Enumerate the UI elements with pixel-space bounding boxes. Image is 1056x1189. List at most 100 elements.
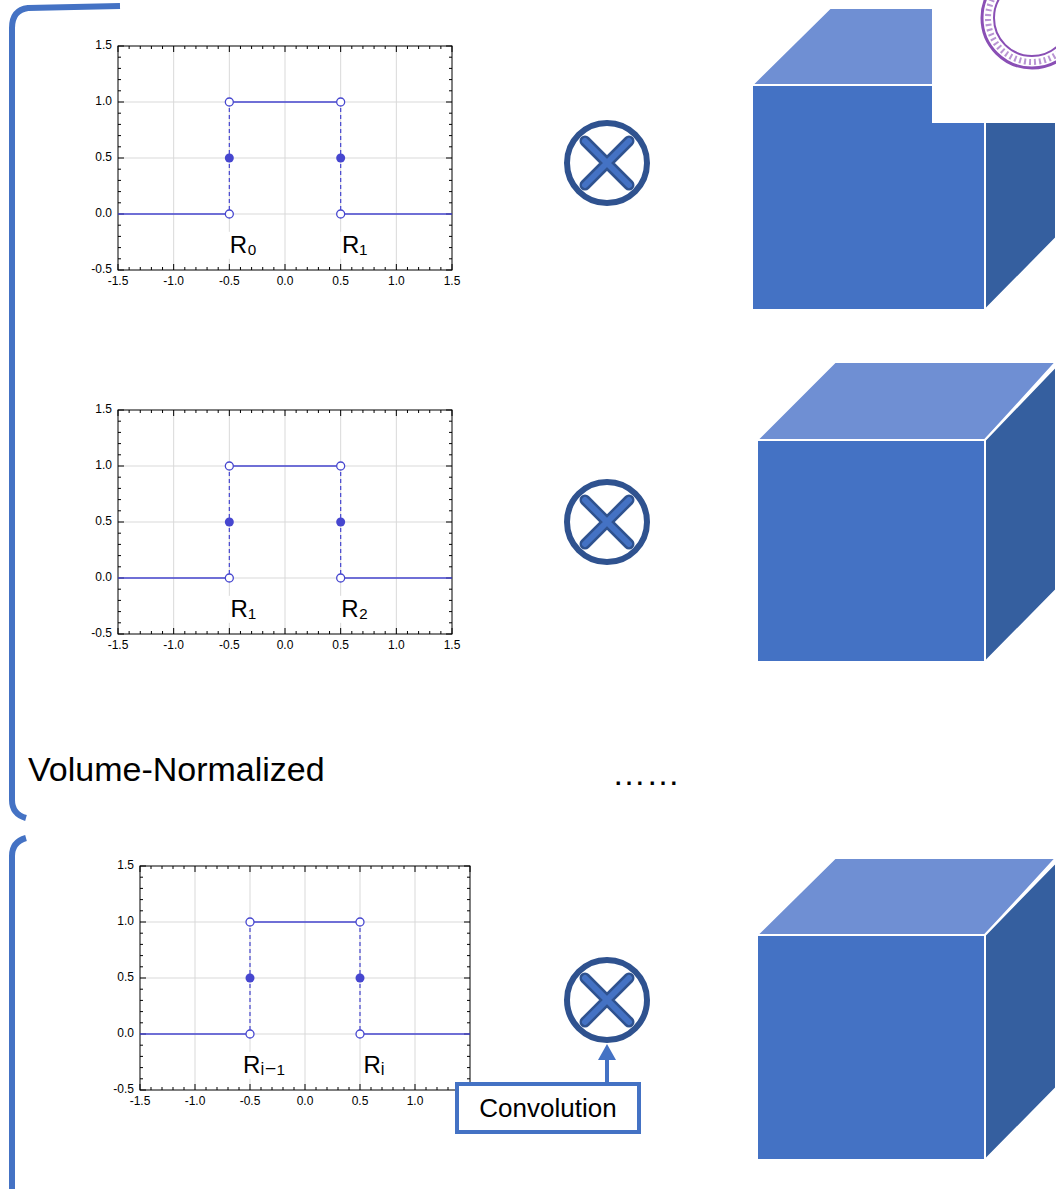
step-plot <box>140 866 470 1090</box>
axis-tick-label: 0.5 <box>95 151 112 164</box>
tick <box>396 410 397 416</box>
plot-line <box>118 577 225 579</box>
plot-point <box>246 974 255 983</box>
plot-point <box>336 154 345 163</box>
axis-tick-label: -1.5 <box>108 639 129 652</box>
step-plot <box>118 46 452 270</box>
cube <box>757 858 1056 1160</box>
tick <box>464 978 470 979</box>
plot-point <box>225 154 234 163</box>
tick <box>340 628 341 634</box>
axis-tick-label: 0.5 <box>117 971 134 984</box>
axis-tick-label: 1.0 <box>95 95 112 108</box>
axis-tick-label: -1.5 <box>130 1095 151 1108</box>
boundary-label: R₀ <box>228 232 259 258</box>
tick <box>118 466 124 467</box>
plot-point <box>337 462 345 470</box>
plot-frame <box>140 866 470 1090</box>
axis-tick-label: -1.0 <box>163 639 184 652</box>
plot-point <box>225 462 233 470</box>
plot-point <box>337 210 345 218</box>
grid-line <box>140 978 470 979</box>
boundary-label: R₂ <box>339 596 370 622</box>
tick <box>285 46 286 52</box>
axis-tick-label: -1.0 <box>163 275 184 288</box>
axis-tick-label: 1.5 <box>444 275 461 288</box>
tick <box>140 978 146 979</box>
boundary-label: Rᵢ₋₁ <box>241 1052 287 1078</box>
tick <box>415 1084 416 1090</box>
tick <box>118 522 124 523</box>
tick <box>340 410 341 416</box>
tick <box>446 102 452 103</box>
tick <box>446 522 452 523</box>
axis-tick-label: 0.0 <box>277 275 294 288</box>
cube <box>757 362 1056 662</box>
plot-frame <box>118 46 452 270</box>
tick <box>305 1084 306 1090</box>
axis-tick-label: -0.5 <box>240 1095 261 1108</box>
plot-line <box>118 213 225 215</box>
grid-line <box>118 158 452 159</box>
axis-tick-label: 1.0 <box>407 1095 424 1108</box>
convolution-symbol <box>567 123 647 203</box>
tick <box>195 866 196 872</box>
grid-line <box>118 214 452 215</box>
step-plot <box>118 410 452 634</box>
box-text: Convolution <box>479 1094 616 1123</box>
plot-point <box>336 518 345 527</box>
tick <box>396 46 397 52</box>
plot-point <box>356 974 365 983</box>
tick <box>360 866 361 872</box>
tick <box>396 264 397 270</box>
tick <box>173 264 174 270</box>
axis-tick-label: -1.0 <box>185 1095 206 1108</box>
tick <box>173 46 174 52</box>
plot-point <box>225 210 233 218</box>
boundary-label: Rᵢ <box>361 1052 386 1078</box>
axis-tick-label: 1.5 <box>95 403 112 416</box>
grid-line <box>118 102 452 103</box>
grid-line <box>140 922 470 923</box>
axis-tick-label: 1.0 <box>117 915 134 928</box>
tick <box>446 158 452 159</box>
axis-tick-label: 0.0 <box>117 1027 134 1040</box>
plot-line <box>345 213 452 215</box>
boundary-label: R₁ <box>340 232 369 258</box>
boundary-label: R₁ <box>229 596 258 622</box>
axis-tick-label: 0.0 <box>277 639 294 652</box>
plot-point <box>356 918 364 926</box>
plot-point <box>225 518 234 527</box>
plot-point <box>337 574 345 582</box>
axis-tick-label: 0.5 <box>95 515 112 528</box>
axis-tick-label: 0.5 <box>352 1095 369 1108</box>
tick <box>285 410 286 416</box>
tick <box>285 264 286 270</box>
plot-point <box>356 1030 364 1038</box>
tick <box>229 410 230 416</box>
plot-point <box>225 574 233 582</box>
axis-tick-label: 0.5 <box>332 275 349 288</box>
bracket <box>12 6 120 818</box>
axis-tick-label: -1.5 <box>108 275 129 288</box>
section-label: Volume-Normalized <box>28 751 325 788</box>
grid-line <box>118 578 452 579</box>
tick <box>340 264 341 270</box>
axis-tick-label: 0.0 <box>95 207 112 220</box>
grid-line <box>118 522 452 523</box>
axis-tick-label: 1.5 <box>444 639 461 652</box>
plot-point <box>246 918 254 926</box>
tick <box>285 628 286 634</box>
axis-tick-label: 1.5 <box>117 859 134 872</box>
bracket <box>12 838 26 1189</box>
axis-tick-label: 0.0 <box>95 571 112 584</box>
axis-tick-label: 1.0 <box>388 639 405 652</box>
tick <box>229 628 230 634</box>
plot-line <box>254 921 356 923</box>
convolution-symbol <box>567 960 647 1040</box>
plot-line <box>140 1033 246 1035</box>
leader-arrow <box>598 1044 616 1082</box>
tick <box>360 1084 361 1090</box>
